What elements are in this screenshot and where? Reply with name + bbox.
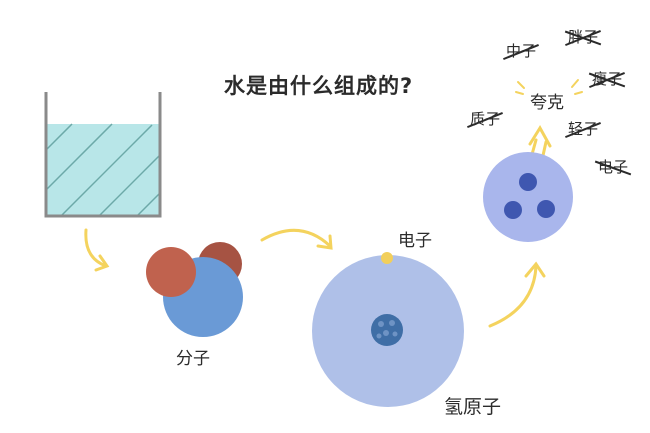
water-hatching — [45, 123, 161, 216]
arrow-atom-to-proton — [488, 264, 538, 328]
electron-label: 电子 — [398, 231, 432, 251]
arrow-molecule-to-atom — [260, 228, 332, 248]
crossed-out-word: 质子 — [467, 108, 504, 129]
crossed-out-word: 中子 — [503, 40, 540, 61]
beaker-outline — [44, 92, 162, 218]
quark-top — [519, 173, 537, 191]
crossed-out-word: 瘦子 — [588, 68, 626, 89]
proton-body — [483, 152, 573, 242]
quark-sparkles — [515, 79, 583, 95]
quark-label: 夸克 — [530, 93, 564, 113]
crossed-out-word: 轻子 — [565, 118, 602, 139]
crossed-out-word: 电子 — [594, 156, 632, 177]
water-molecule — [146, 242, 243, 337]
hydrogen-atom — [312, 252, 464, 407]
water-beaker — [44, 92, 162, 218]
quark-bottom-right — [537, 200, 555, 218]
electron-dot — [381, 252, 393, 264]
proton — [483, 152, 573, 242]
arrow-beaker-to-molecule — [84, 228, 108, 268]
hydrogen-atom-label: 氢原子 — [444, 396, 502, 418]
diagram-title: 水是由什么组成的? — [224, 74, 414, 98]
quark-bottom-left — [504, 201, 522, 219]
nucleus — [371, 314, 403, 346]
water-fill — [46, 124, 160, 216]
crossed-out-word: 胖子 — [564, 26, 602, 47]
hydrogen-atom-left — [146, 247, 196, 297]
nucleus-texture — [376, 320, 398, 339]
molecule-label: 分子 — [176, 349, 210, 369]
